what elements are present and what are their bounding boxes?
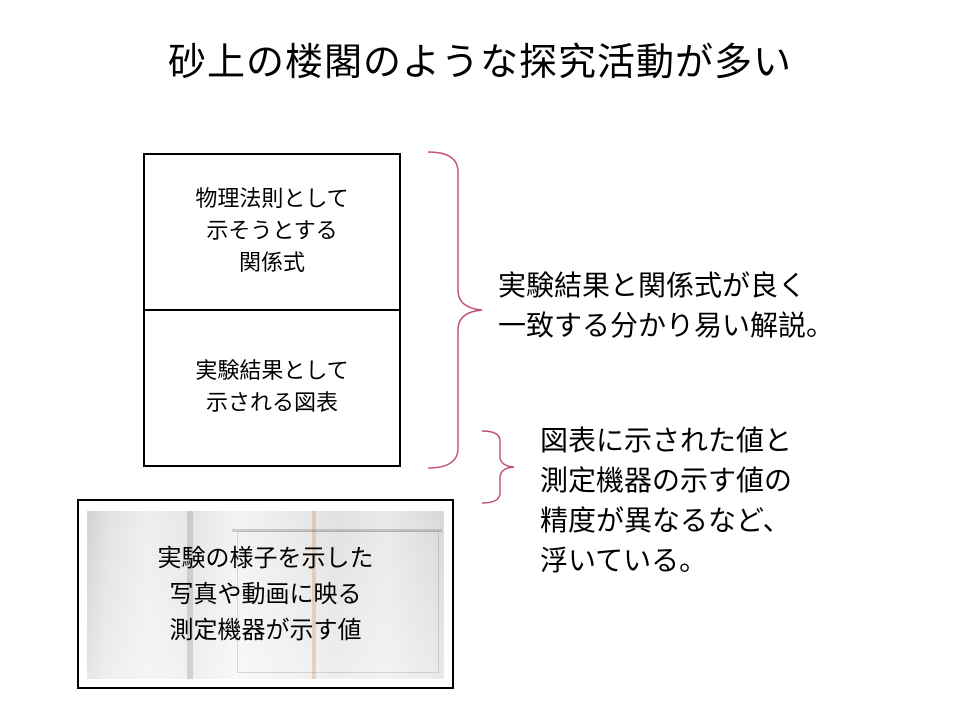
photo-detail [312,511,316,679]
agreement-note: 実験結果と関係式が良く 一致する分かり易い解説。 [498,269,835,342]
large-right-brace-icon [427,151,483,469]
relation-box-label: 物理法則として 示そうとする 関係式 [195,187,349,276]
photo-box-label: 実験の様子を示した 写真や動画に映る 測定機器が示す値 [157,544,374,644]
discrepancy-note: 図表に示された値と 測定機器の示す値の 精度が異なるなど、 浮いている。 [540,424,793,577]
photo-detail [187,511,193,679]
experiment-photo-image [87,511,444,679]
experiment-result-box-label: 実験結果として 示される図表 [195,359,349,416]
photo-box: 実験の様子を示した 写真や動画に映る 測定機器が示す値 [77,499,454,689]
photo-box-label-wrapper: 実験の様子を示した 写真や動画に映る 測定機器が示す値 [79,501,452,687]
photo-detail [232,529,442,532]
experiment-result-box: 実験結果として 示される図表 [143,309,401,467]
relation-box: 物理法則として 示そうとする 関係式 [143,153,401,311]
small-right-brace-icon [481,430,515,504]
photo-detail [237,531,439,673]
slide-title: 砂上の楼閣のような探究活動が多い [167,40,792,84]
